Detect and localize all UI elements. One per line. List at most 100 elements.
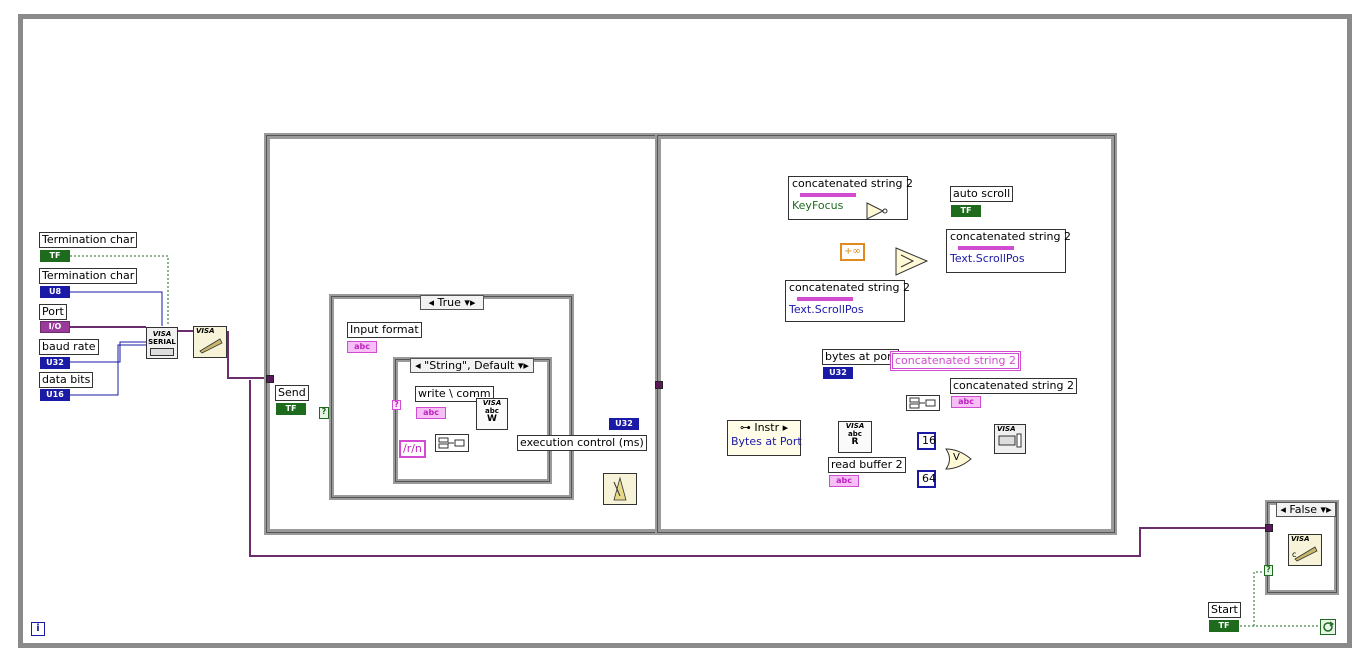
concatenate-node[interactable] <box>435 434 469 452</box>
pen-icon <box>199 338 223 354</box>
visa-text: VISA <box>152 330 172 338</box>
write-comm-terminal[interactable]: abc <box>416 407 446 419</box>
inner-case-prev-arrow[interactable]: ◂ <box>415 359 421 372</box>
case-selector-true[interactable]: ◂ True ▾▸ <box>420 295 484 310</box>
property-keyfocus: KeyFocus <box>792 199 844 212</box>
visa-write-icon[interactable]: VISA <box>193 326 227 358</box>
visa-close-text: VISA <box>1291 535 1310 543</box>
concatenated-string-label: concatenated string 2 <box>950 378 1077 394</box>
property-node-scrollpos-read[interactable]: concatenated string 2 Text.ScrollPos <box>785 280 910 322</box>
inner-case-dropdown-arrow[interactable]: ▾▸ <box>517 359 529 372</box>
or-symbol: V <box>953 452 960 463</box>
termination-char-bool-terminal[interactable]: TF <box>40 250 70 262</box>
inner-selector-terminal: ? <box>392 400 401 410</box>
case-dropdown-arrow[interactable]: ▾▸ <box>464 296 476 309</box>
visa-close-node[interactable]: VISA c <box>1288 534 1322 566</box>
string-ref-bar-3 <box>797 297 853 301</box>
case-selector-string-label: "String", Default <box>424 359 515 372</box>
visa-write-node-w: W <box>487 414 497 424</box>
baud-rate-terminal[interactable]: U32 <box>40 357 70 369</box>
select-icon <box>895 247 929 276</box>
not-node[interactable] <box>866 202 888 223</box>
instr-property-node[interactable]: ⊶ Instr ▸ Bytes at Port <box>727 420 802 456</box>
bytes-at-port-property: Bytes at Port <box>731 435 802 448</box>
string-ref-bar-2 <box>958 246 1014 250</box>
concatenate-icon <box>438 437 465 449</box>
visa-tunnel-frame <box>655 381 663 389</box>
or-node[interactable] <box>945 448 973 473</box>
bytes-at-port-label: bytes at port <box>822 349 899 365</box>
auto-scroll-terminal[interactable]: TF <box>951 205 981 217</box>
write-comm-label: write \ comm <box>415 386 494 402</box>
auto-scroll-label: auto scroll <box>950 186 1014 202</box>
execution-control-label: execution control (ms) <box>517 435 647 451</box>
false-case-selector-terminal: ? <box>1264 565 1273 576</box>
false-case-dropdown-arrow[interactable]: ▾▸ <box>1320 503 1332 516</box>
wait-ms-node[interactable] <box>603 473 637 505</box>
stop-if-true-icon <box>1323 621 1335 632</box>
baud-rate-label: baud rate <box>39 339 99 355</box>
property-scrollpos-write: Text.ScrollPos <box>950 252 1025 265</box>
data-bits-label: data bits <box>39 372 94 388</box>
visa-configure-serial-node[interactable]: VISA SERIAL <box>146 327 178 359</box>
termination-char-u8-terminal[interactable]: U8 <box>40 286 70 298</box>
case-selector-false[interactable]: ◂ False ▾▸ <box>1276 502 1336 517</box>
visa-read-node-abc: abc <box>848 430 862 438</box>
select-node[interactable] <box>895 247 929 280</box>
property-node-keyfocus-label: concatenated string 2 <box>792 177 913 190</box>
case-selector-terminal: ? <box>319 407 329 419</box>
svg-text:c: c <box>1292 550 1296 559</box>
case-structure-string <box>393 357 552 484</box>
start-label: Start <box>1208 602 1241 618</box>
visa-read-node-text: VISA <box>845 422 865 430</box>
string-ref-bar <box>800 193 856 197</box>
numeric-constant-64[interactable]: 64 <box>917 470 936 488</box>
property-node-scrollpos-read-label: concatenated string 2 <box>789 281 910 294</box>
or-gate-icon <box>945 448 972 470</box>
visa-write-node-text: VISA <box>482 399 502 407</box>
case-selector-string[interactable]: ◂ "String", Default ▾▸ <box>410 358 534 373</box>
rn-constant[interactable]: /r/n <box>399 440 426 458</box>
visa-write-node-abc: abc <box>485 407 499 415</box>
visa-flush-node[interactable]: VISA <box>994 424 1026 454</box>
property-node-scrollpos-write-label: concatenated string 2 <box>950 230 1071 243</box>
concatenated-string-terminal[interactable]: abc <box>951 396 981 408</box>
start-terminal[interactable]: TF <box>1209 620 1239 632</box>
false-case-prev-arrow[interactable]: ◂ <box>1280 503 1286 516</box>
send-label: Send <box>275 385 309 401</box>
instr-class: Instr <box>754 421 780 434</box>
concatenated-string-local-variable[interactable]: concatenated string 2 <box>890 351 1021 371</box>
loop-condition-icon[interactable] <box>1320 619 1336 635</box>
execution-control-terminal[interactable]: U32 <box>609 418 639 430</box>
read-buffer-label: read buffer 2 <box>828 457 906 473</box>
property-scrollpos-read: Text.ScrollPos <box>789 303 864 316</box>
data-bits-terminal[interactable]: U16 <box>40 389 70 401</box>
metronome-icon <box>613 476 627 501</box>
read-buffer-terminal[interactable]: abc <box>829 475 859 487</box>
instr-class-label: ⊶ Instr ▸ <box>739 421 789 434</box>
termination-char-u8-label: Termination char <box>39 268 138 284</box>
property-node-keyfocus[interactable]: concatenated string 2 KeyFocus <box>788 176 913 220</box>
input-format-terminal[interactable]: abc <box>347 341 377 353</box>
iteration-terminal-icon: i <box>31 622 45 636</box>
serial-port-glyph <box>150 348 174 356</box>
numeric-constant-16[interactable]: 16 <box>917 432 936 450</box>
not-gate-icon <box>866 202 888 220</box>
port-terminal[interactable]: I/O <box>40 321 70 333</box>
visa-write-node[interactable]: VISA abc W <box>476 398 508 430</box>
visa-tunnel-false <box>1265 524 1273 532</box>
serial-text: SERIAL <box>148 338 176 346</box>
send-terminal[interactable]: TF <box>276 403 306 415</box>
visa-flush-text: VISA <box>997 425 1016 433</box>
visa-write-icon-text: VISA <box>196 327 215 335</box>
port-label: Port <box>39 304 67 320</box>
bytes-at-port-terminal[interactable]: U32 <box>823 367 853 379</box>
visa-read-node-r: R <box>851 437 859 447</box>
concatenate-node-2[interactable] <box>906 395 940 411</box>
property-node-scrollpos-write[interactable]: concatenated string 2 Text.ScrollPos <box>946 229 1071 273</box>
visa-read-node[interactable]: VISA abc R <box>838 421 872 453</box>
termination-char-bool-label: Termination char <box>39 232 138 248</box>
case-prev-arrow[interactable]: ◂ <box>428 296 435 309</box>
infinity-constant[interactable]: +∞ <box>840 243 865 261</box>
close-icon: c <box>1292 546 1318 562</box>
